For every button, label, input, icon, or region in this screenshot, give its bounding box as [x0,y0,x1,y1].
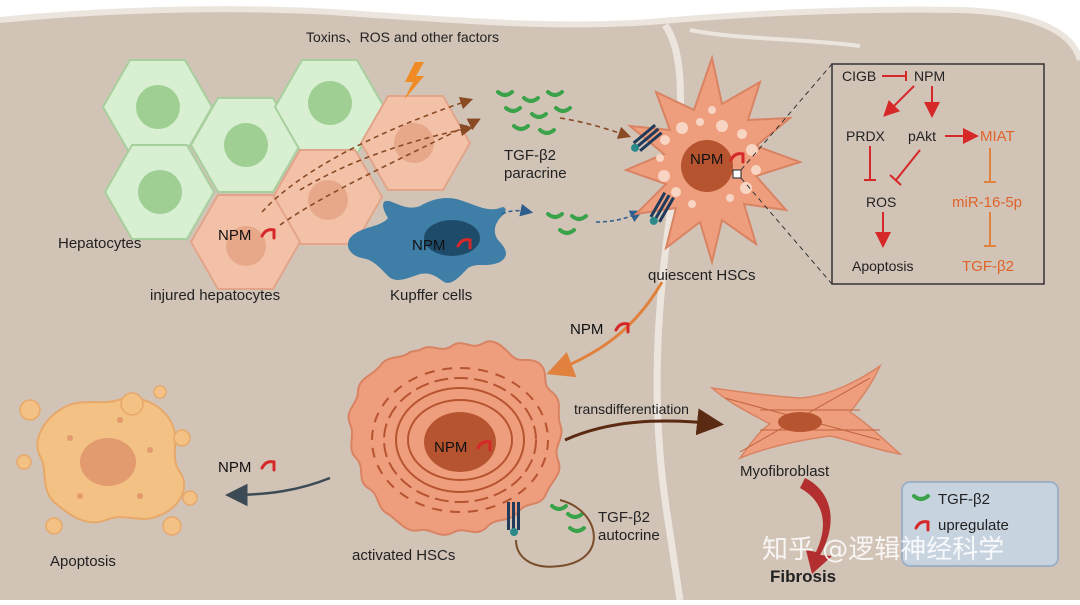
tgf-particles-kupffer [546,212,588,235]
tgf-receptor [631,123,675,225]
kupffer-arrow [501,203,534,217]
activated-hsc [347,340,563,536]
hepatocyte-cluster [101,59,472,290]
pathway-tgf: TGF-β2 [962,258,1014,275]
toxins-label: Toxins、ROS and other factors [306,29,499,45]
pathway-panel [740,63,1045,285]
hepatocyte [189,97,302,193]
fibrosis-label: Fibrosis [770,567,836,586]
kupffer-cell [347,197,506,283]
watermark: 知乎 @逻辑神经科学 [762,535,1004,565]
pathway-pakt: pAkt [908,128,936,144]
tgf-autocrine-label: autocrine [598,527,660,544]
paracrine-arrow [559,117,632,139]
autocrine-loop [515,499,595,568]
lightning-icon [404,62,424,100]
tgf-autocrine-label: TGF-β2 [598,509,650,526]
npm-label: NPM [218,459,251,476]
injured-hepatocyte [359,95,472,191]
hepatocyte [101,59,214,155]
legend-tgf-label: TGF-β2 [938,491,990,508]
legend: TGF-β2 upregulate [901,481,1059,567]
injured-hepatocytes-label: injured hepatocytes [150,287,280,304]
activated-label: activated HSCs [352,547,455,564]
kupffer-label: Kupffer cells [390,287,472,304]
myofibroblast-cell [709,363,903,460]
transdifferentiation-arrow [564,408,724,442]
myofibroblast-label: Myofibroblast [740,463,830,480]
apoptotic-cell [16,385,198,536]
apoptosis-arrow [225,476,331,507]
tgf-receptor [507,502,520,536]
legend-upregulate-label: upregulate [938,517,1009,534]
fibrosis-arrow [800,478,832,574]
hepatocytes-label: Hepatocytes [58,235,141,252]
upregulate-icon [914,520,930,532]
tgf-paracrine-label: TGF-β2 [504,147,556,164]
hepatocyte [273,59,386,155]
pathway-mir: miR-16-5p [952,194,1022,211]
upregulate-icon [260,152,745,472]
transdifferentiation-label: transdifferentiation [574,401,689,417]
pathway-cigb: CIGB [842,68,876,84]
pathway-apoptosis: Apoptosis [852,258,913,274]
pathway-miat: MIAT [980,128,1015,145]
hepatocyte [103,144,216,240]
pathway-npm: NPM [914,68,945,84]
damage-signal-arrows [261,96,481,226]
activation-arrow [546,281,664,378]
npm-label: NPM [570,321,603,338]
npm-label: NPM [218,227,251,244]
tgf-particles-paracrine [496,90,572,135]
tgf-paracrine-label: paracrine [504,165,567,182]
quiescent-label: quiescent HSCs [648,267,756,284]
apoptosis-label: Apoptosis [50,553,116,570]
npm-label: NPM [412,237,445,254]
injured-hepatocyte [189,194,302,290]
pathway-prdx: PRDX [846,128,886,144]
tgf-particles-autocrine [550,504,586,533]
tgf-icon [912,494,930,501]
quiescent-hsc [623,54,804,266]
pathway-ros: ROS [866,194,896,210]
npm-label: NPM [434,439,467,456]
npm-label: NPM [690,151,723,168]
